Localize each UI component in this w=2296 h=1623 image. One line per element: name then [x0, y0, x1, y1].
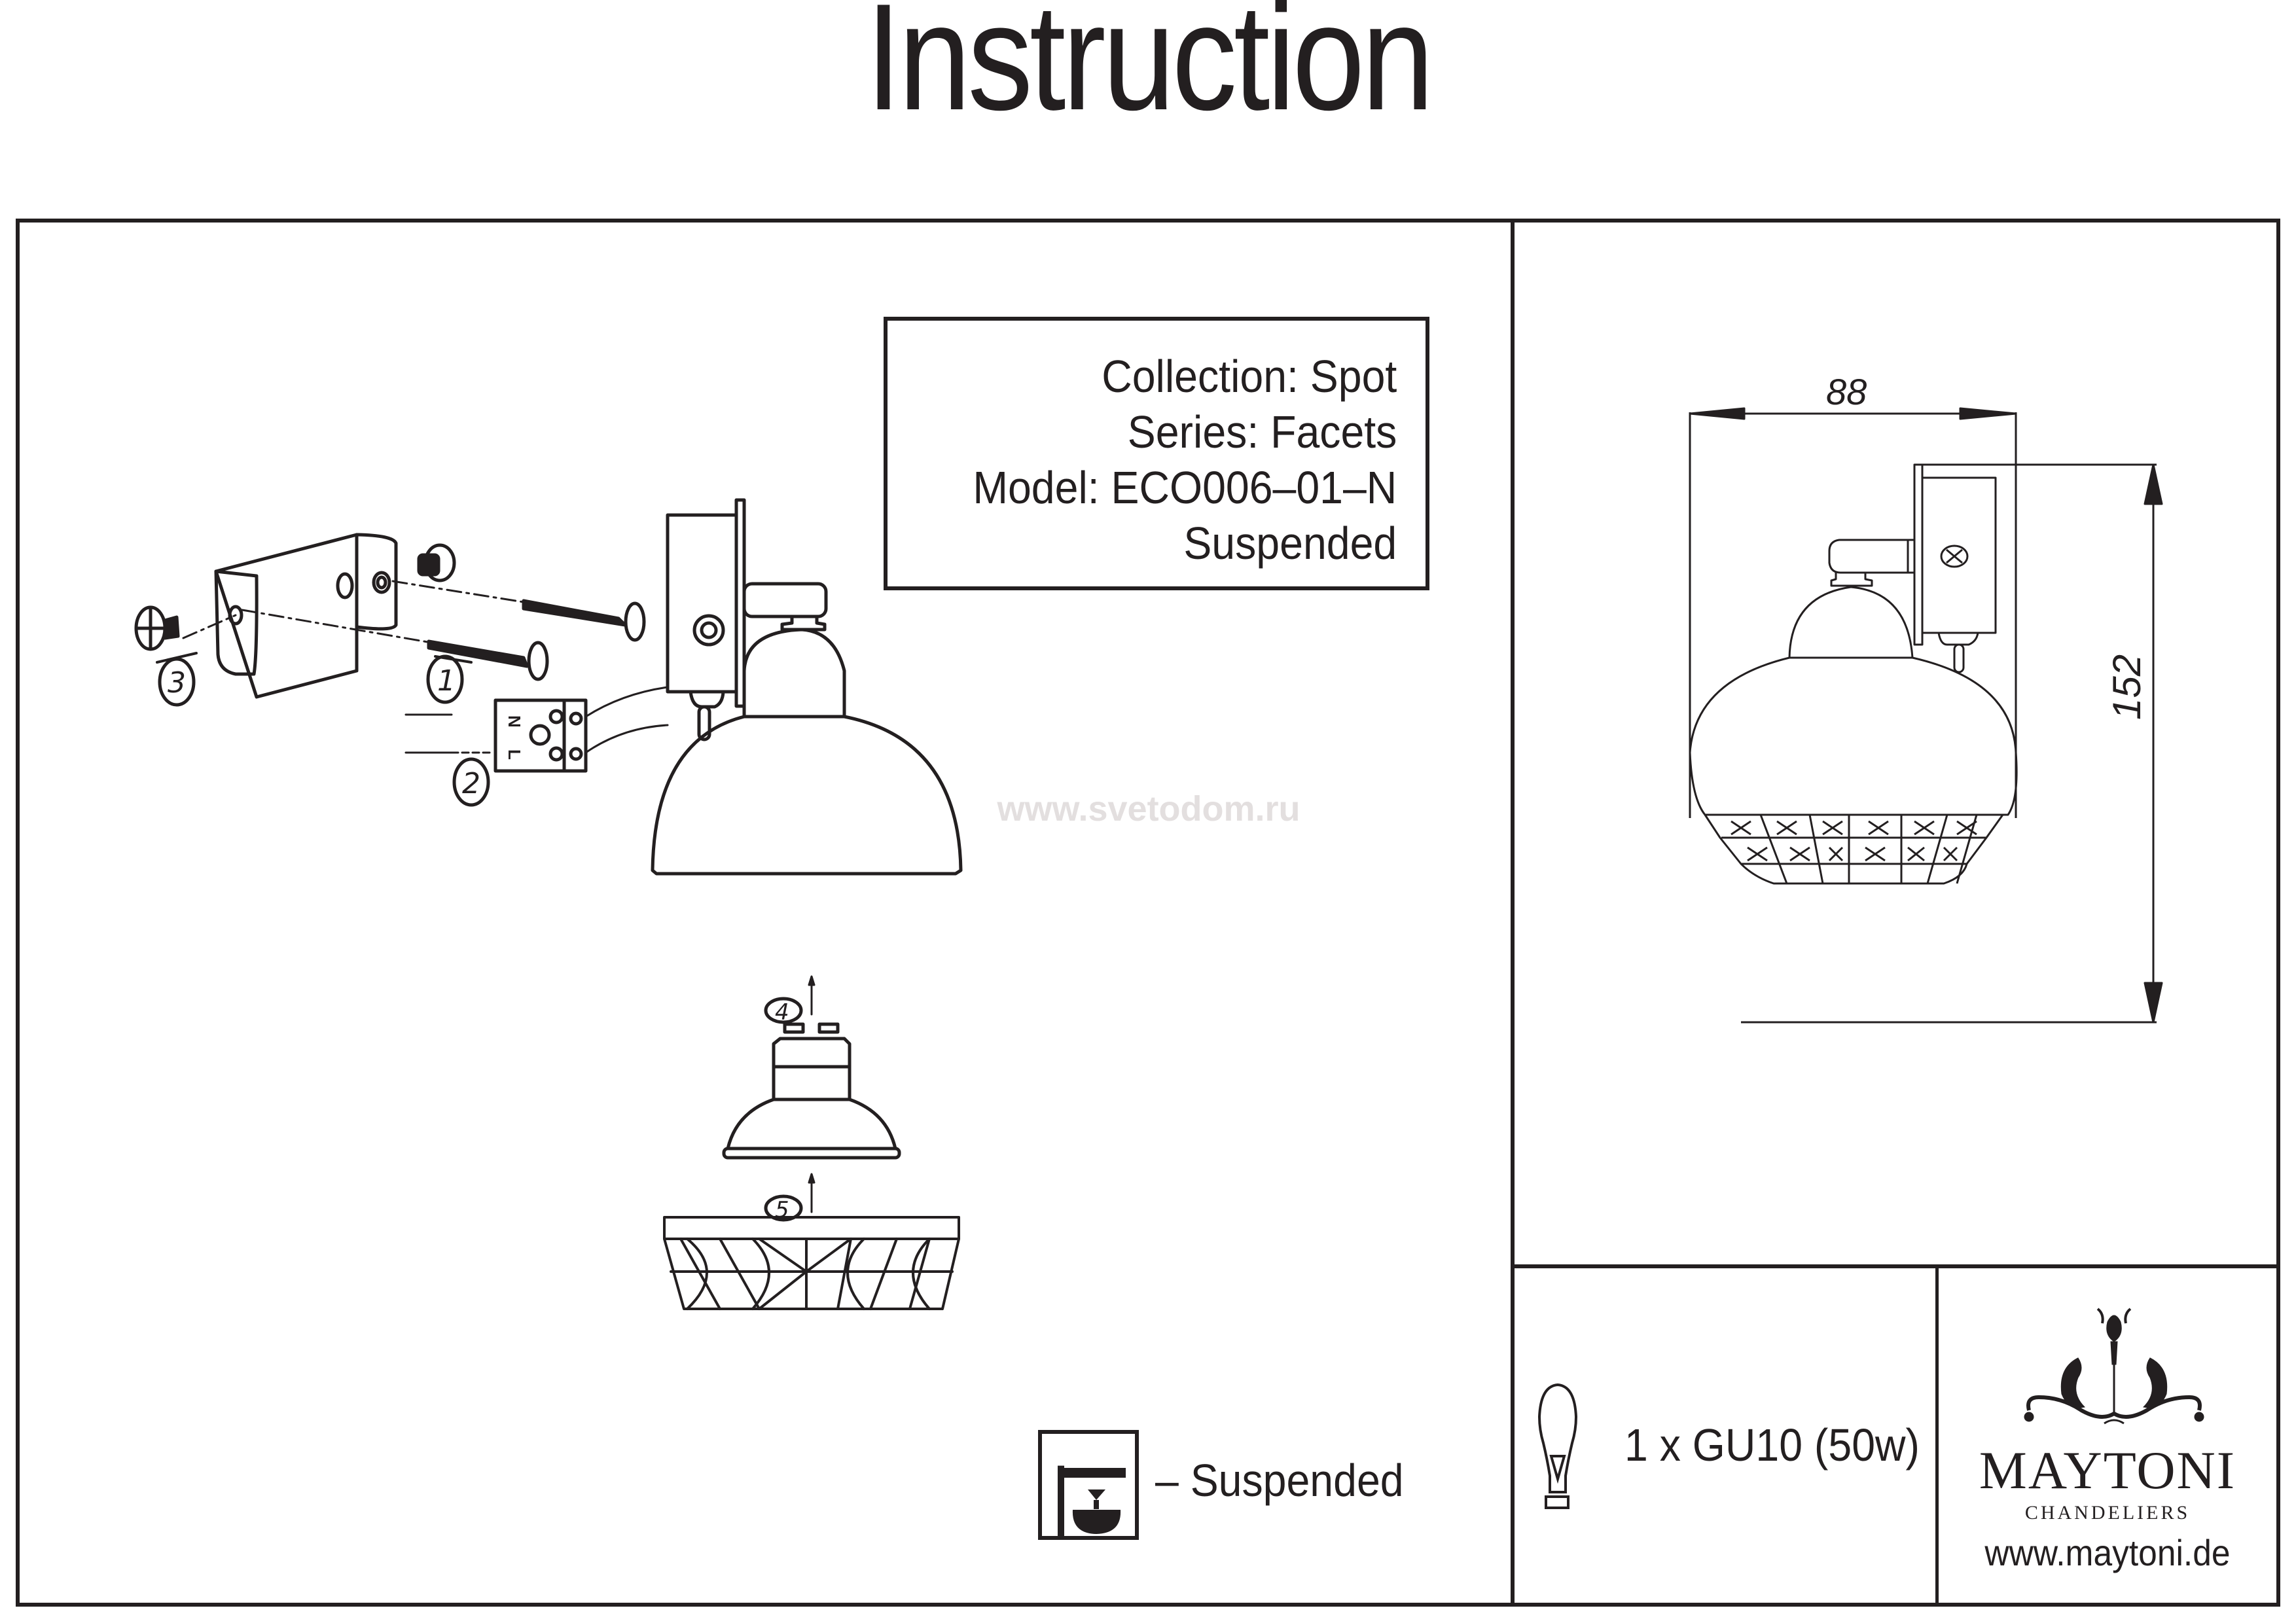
mounting-bracket	[214, 533, 398, 699]
faceted-glass-shade	[663, 1216, 960, 1310]
suspended-mount-icon	[1038, 1430, 1139, 1540]
wall-anchor-lower	[427, 639, 549, 681]
model-label: Model: ECO006–01–N	[973, 462, 1397, 513]
height-arrow-top	[2144, 463, 2163, 505]
step-2-number: 2	[462, 767, 480, 800]
dimension-drawing: 88 152	[1689, 371, 2163, 1024]
mount-type-label: Suspended	[1183, 518, 1397, 569]
width-arrow-left	[1689, 407, 1746, 420]
width-arrow-right	[1959, 407, 2017, 420]
lamp-spec-label: 1 x GU10 (50w)	[1624, 1419, 1920, 1471]
product-info-box: Collection: Spot Series: Facets Model: E…	[884, 317, 1429, 590]
supply-wires	[404, 686, 669, 754]
chandelier-ornament-logo	[2024, 1308, 2204, 1425]
right-row-divider	[1511, 1264, 2280, 1268]
series-label: Series: Facets	[1127, 406, 1397, 457]
alignment-axes	[182, 580, 525, 645]
step-5-number: 5	[775, 1197, 789, 1223]
wall-anchor-upper	[522, 599, 646, 642]
terminal-l-label: L	[505, 749, 524, 760]
insert-bulb-arrow	[808, 975, 816, 1016]
terminal-n-label: N	[505, 715, 524, 728]
gu10-bulb	[722, 1022, 901, 1160]
lamp-side-view	[1689, 463, 2018, 885]
outer-frame	[16, 219, 2280, 1607]
light-bulb-icon	[1538, 1383, 1577, 1509]
collection-label: Collection: Spot	[1101, 351, 1397, 402]
spec-logo-divider	[1935, 1264, 1939, 1607]
direction-arrows	[156, 652, 473, 664]
step-3-number: 3	[168, 666, 186, 700]
step-4-number: 4	[775, 999, 789, 1026]
screw-left	[134, 605, 180, 651]
width-dimension-value: 88	[1826, 371, 1867, 412]
watermark: www.svetodom.ru	[997, 789, 1300, 829]
step-markers	[158, 654, 803, 1222]
attach-shade-arrow	[808, 1173, 816, 1213]
cap-screw	[417, 543, 456, 582]
brand-website-link[interactable]: www.maytoni.de	[1984, 1532, 2231, 1573]
assembly-drawing: 3 1 2 4 5 N L	[134, 498, 963, 1310]
main-column-divider	[1511, 219, 1515, 1607]
brand-name: MAYTONI	[1979, 1440, 2236, 1500]
step-1-number: 1	[437, 664, 456, 698]
height-arrow-bottom	[2144, 982, 2163, 1024]
brand-tagline: CHANDELIERS	[2024, 1502, 2191, 1524]
page-title: Instruction	[865, 0, 1434, 142]
suspended-legend-label: – Suspended	[1155, 1455, 1404, 1506]
height-dimension-value: 152	[2105, 654, 2149, 720]
terminal-block	[493, 698, 588, 773]
lamp-fitting	[651, 498, 963, 876]
